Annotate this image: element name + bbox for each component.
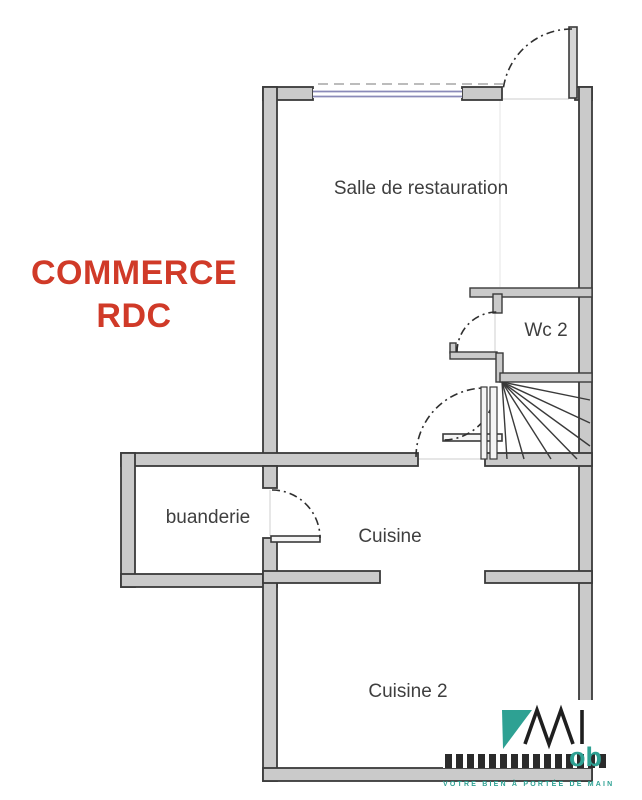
wall-buanderie-bottom [120,573,278,588]
agency-logo-mark [502,704,584,750]
wall-divider-right [484,570,593,584]
wall-left-salle [262,86,278,468]
wall-wc-top [469,287,593,298]
wall-wc-bottom [499,372,593,383]
stair-tread [501,381,552,460]
wall-wc-jamb [492,293,503,314]
buanderie-door-leaf [270,535,321,543]
wall-door-jamb [262,465,278,489]
room-label-cuisine2: Cuisine 2 [368,681,447,702]
plan-title: COMMERCE RDC [18,252,250,338]
wall-buanderie-left [120,452,136,588]
stair-door-arc [442,387,496,441]
staircase [480,381,591,460]
stair-tread [501,381,508,460]
stair-tread [501,381,591,447]
room-label-salle: Salle de restauration [334,178,508,199]
wall-wc-stub [449,351,498,360]
window-glass [313,89,462,98]
logo-wedge-icon [502,710,532,749]
logo-letter-m [523,704,575,750]
hall-door-arc [415,387,486,458]
wall-mid-horizontal [120,452,419,467]
agency-logo: ob [443,700,642,768]
wall-divider-left [262,570,381,584]
wall-bottom [262,767,593,782]
room-label-buanderie: buanderie [166,507,251,528]
wall-right [578,86,593,782]
stair-rail [489,386,498,460]
stair-rail [480,386,488,460]
wall-top-right [461,86,503,101]
agency-name-clipped [445,754,607,768]
wc-door-arc [456,311,498,353]
stair-tread [501,381,578,460]
stair-tread [501,381,591,401]
wall-hall-bottom [484,452,593,467]
plan-title-line2: RDC [96,297,172,335]
entrance-door-arc [502,28,573,92]
stair-tread [501,381,591,424]
agency-name-fragment: ob [569,742,602,768]
entrance-door-leaf [568,26,578,99]
room-label-cuisine: Cuisine [358,526,421,547]
buanderie-door-arc [271,489,321,539]
agency-tagline: VOTRE BIEN À PORTÉE DE MAIN [443,781,615,788]
wall-stub-stairs [442,433,503,442]
room-label-wc2: Wc 2 [524,320,567,341]
stair-tread [501,381,525,460]
plan-title-line1: COMMERCE [30,254,238,292]
